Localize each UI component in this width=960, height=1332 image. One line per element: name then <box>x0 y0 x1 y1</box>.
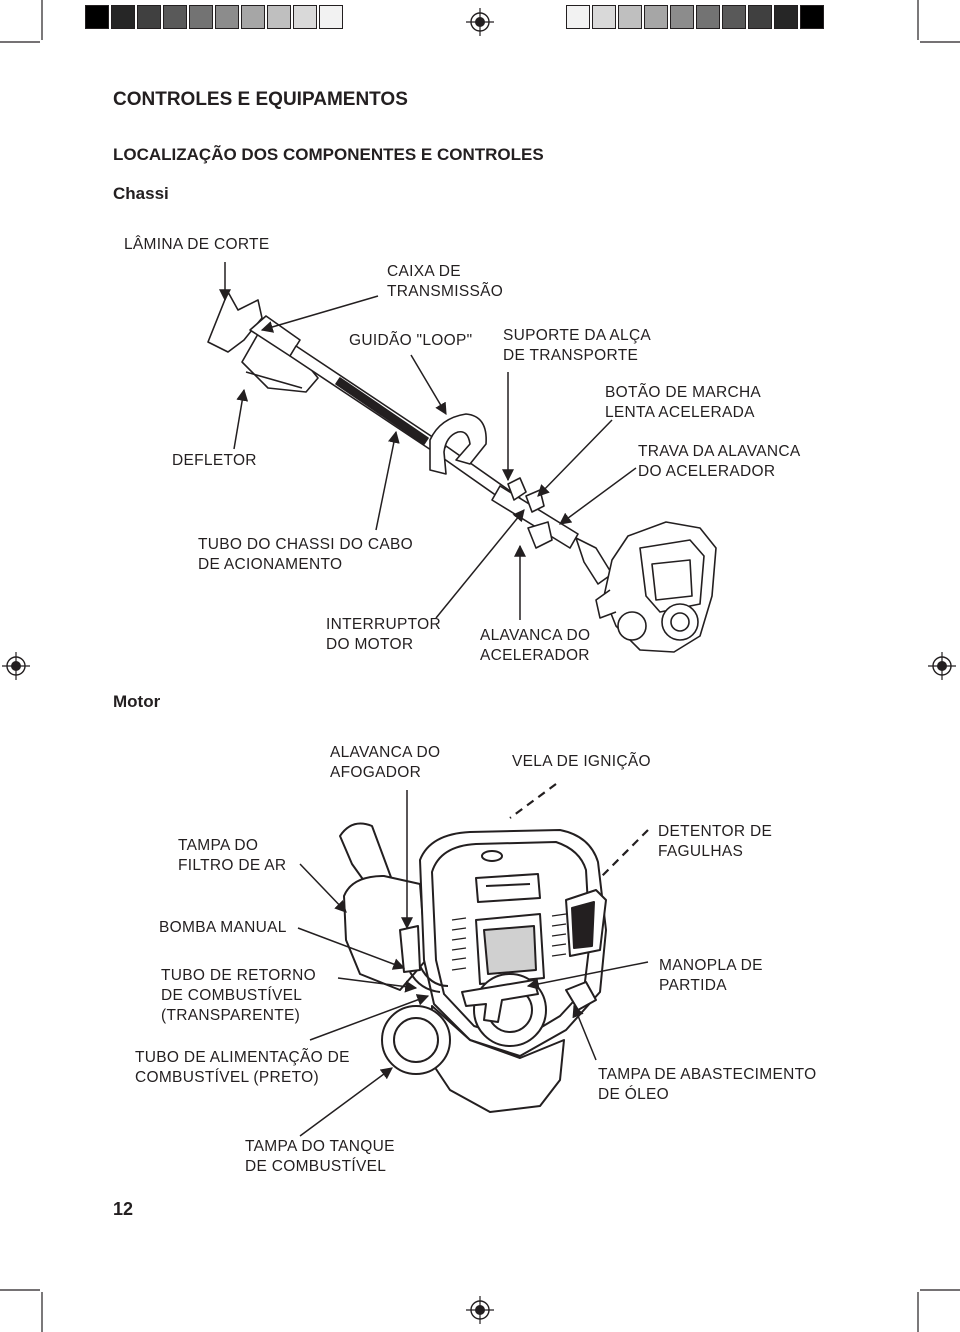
label-throttle-lever: ALAVANCA DO ACELERADOR <box>480 627 591 664</box>
label-fuel-feed-tube: TUBO DE ALIMENTAÇÃO DE COMBUSTÍVEL (PRET… <box>135 1049 350 1086</box>
color-swatch <box>85 5 109 29</box>
color-swatch <box>748 5 772 29</box>
color-swatch <box>592 5 616 29</box>
color-swatch <box>189 5 213 29</box>
label-spark-arrester: DETENTOR DE FAGULHAS <box>658 823 773 860</box>
color-swatch <box>215 5 239 29</box>
color-swatch <box>293 5 317 29</box>
color-swatch <box>800 5 824 29</box>
label-engine-switch: INTERRUPTOR DO MOTOR <box>326 616 441 653</box>
color-swatch <box>618 5 642 29</box>
color-swatch <box>241 5 265 29</box>
label-strap-support: SUPORTE DA ALÇA DE TRANSPORTE <box>503 327 652 364</box>
label-starter-grip: MANOPLA DE PARTIDA <box>659 957 763 994</box>
label-throttle-lock: TRAVA DA ALAVANCA DO ACELERADOR <box>638 443 801 480</box>
label-fast-idle-button: BOTÃO DE MARCHA LENTA ACELERADA <box>605 384 762 421</box>
engine-heading: Motor <box>113 692 161 711</box>
color-swatch <box>670 5 694 29</box>
registration-mark-right <box>928 652 956 680</box>
section-subtitle: LOCALIZAÇÃO DOS COMPONENTES E CONTROLES <box>113 145 544 164</box>
label-oil-filler-cap: TAMPA DE ABASTECIMENTO DE ÓLEO <box>598 1066 817 1103</box>
label-fuel-return-tube: TUBO DE RETORNO DE COMBUSTÍVEL (TRANSPAR… <box>161 967 316 1024</box>
label-spark-plug: VELA DE IGNIÇÃO <box>512 753 651 770</box>
label-air-filter-cover: TAMPA DO FILTRO DE AR <box>178 837 287 874</box>
label-gear-case: CAIXA DE TRANSMISSÃO <box>387 263 504 300</box>
label-primer-pump: BOMBA MANUAL <box>159 919 287 936</box>
label-drive-shaft-tube: TUBO DO CHASSI DO CABO DE ACIONAMENTO <box>198 536 414 573</box>
chassis-heading: Chassi <box>113 184 169 203</box>
color-swatch <box>319 5 343 29</box>
color-swatch <box>111 5 135 29</box>
color-swatch <box>696 5 720 29</box>
color-swatch <box>774 5 798 29</box>
color-swatch <box>722 5 746 29</box>
color-swatch <box>163 5 187 29</box>
registration-mark-left <box>2 652 30 680</box>
label-cutting-blade: LÂMINA DE CORTE <box>124 236 270 253</box>
label-fuel-tank-cap: TAMPA DO TANQUE DE COMBUSTÍVEL <box>245 1138 395 1175</box>
page-title: CONTROLES E EQUIPAMENTOS <box>113 89 408 110</box>
page-number: 12 <box>113 1199 134 1219</box>
color-swatch <box>644 5 668 29</box>
color-swatch <box>566 5 590 29</box>
label-loop-handle: GUIDÃO "LOOP" <box>349 332 473 349</box>
label-choke-lever: ALAVANCA DO AFOGADOR <box>330 744 441 781</box>
registration-mark-top <box>466 8 494 36</box>
color-swatch <box>137 5 161 29</box>
label-deflector: DEFLETOR <box>172 452 257 469</box>
registration-mark-bottom <box>466 1296 494 1324</box>
color-swatch <box>267 5 291 29</box>
